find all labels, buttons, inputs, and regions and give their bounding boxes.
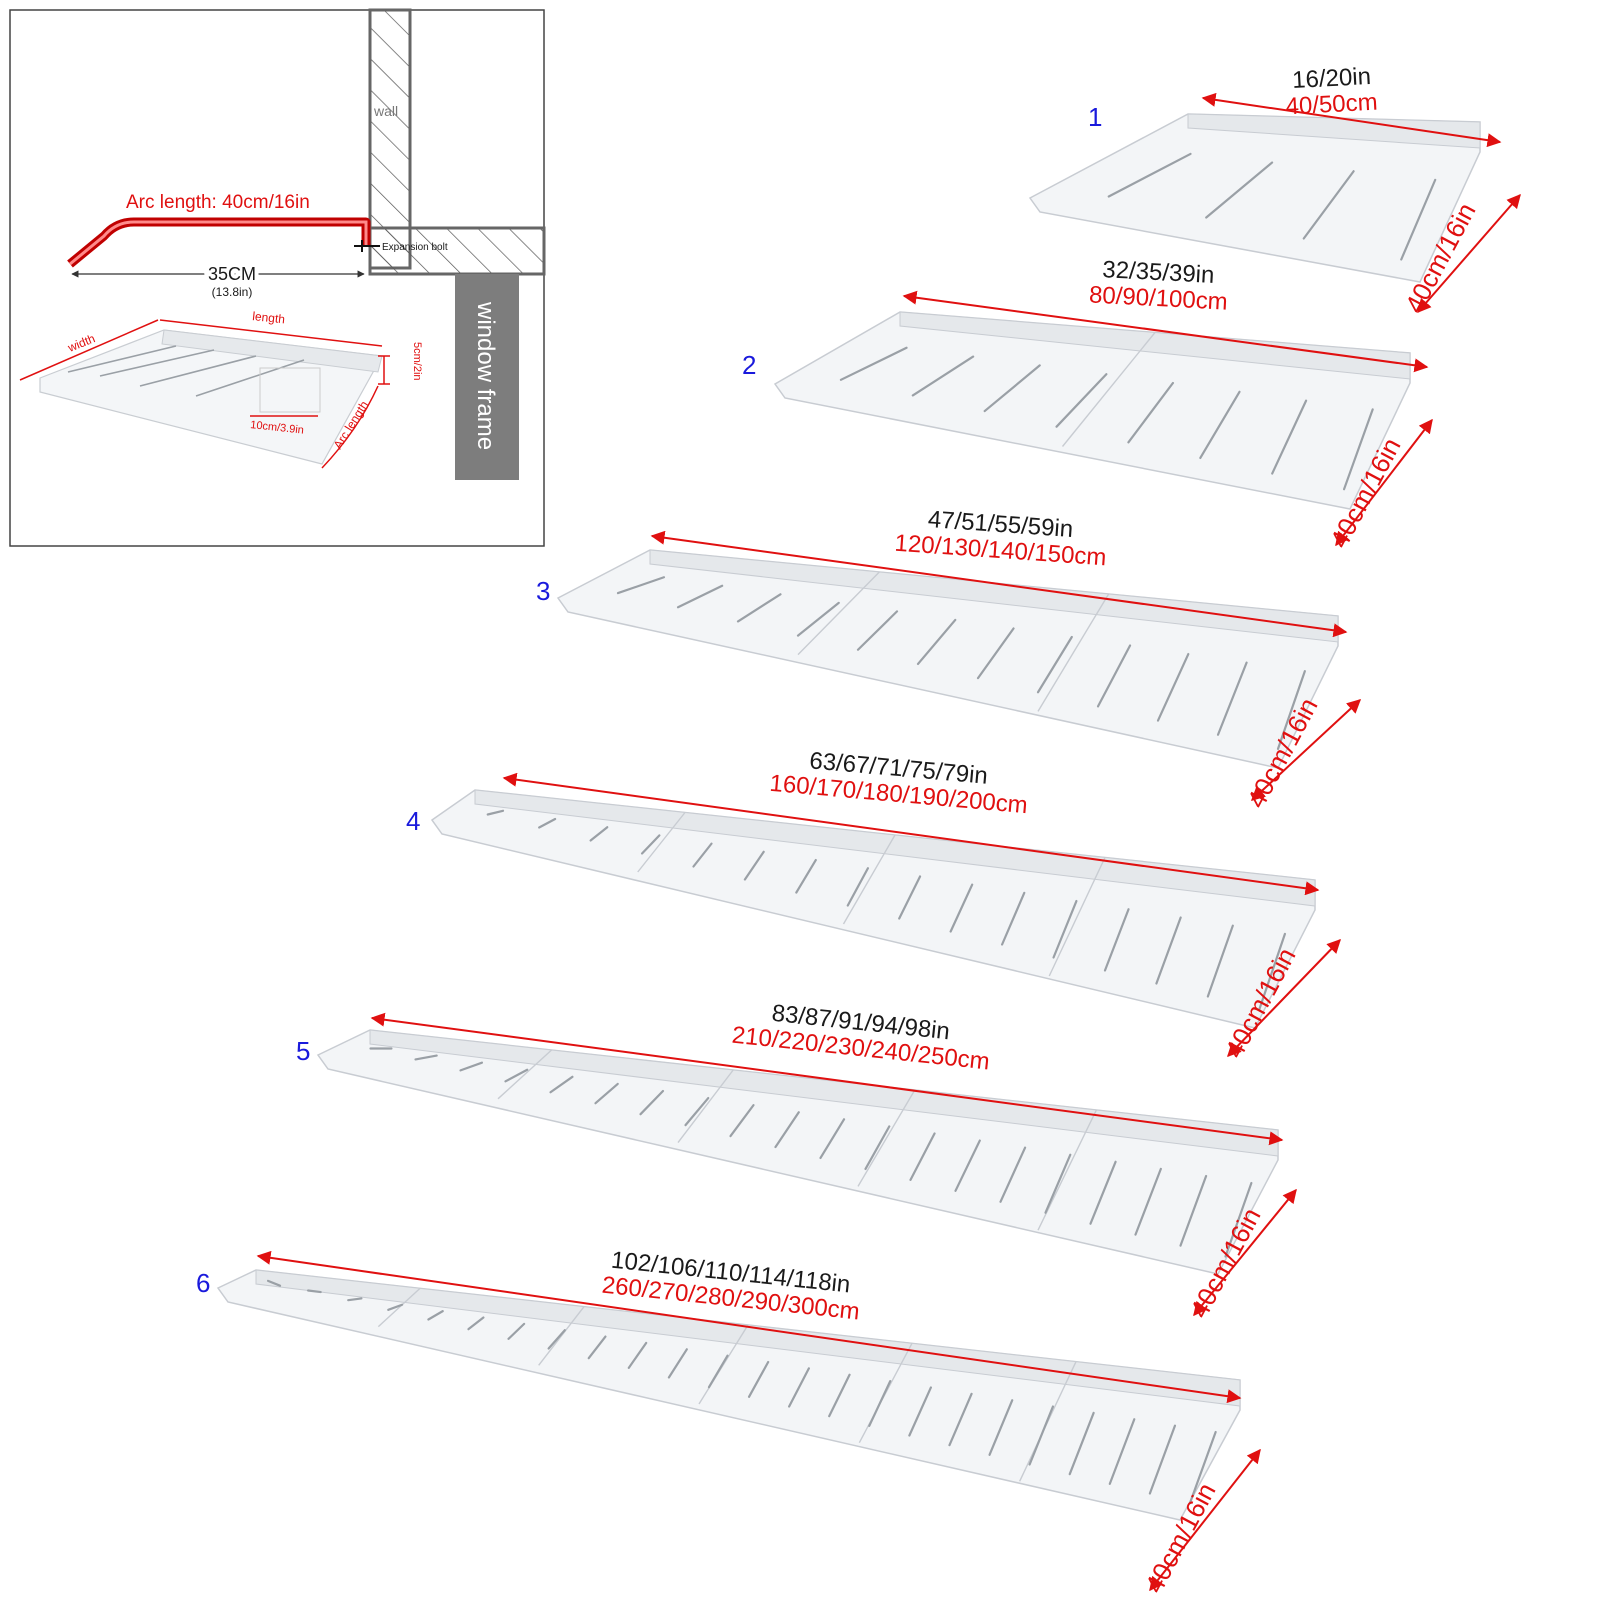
support-rib <box>1199 390 1241 460</box>
variant-number: 4 <box>406 806 420 836</box>
support-rib <box>1044 1153 1072 1214</box>
variant-number: 5 <box>296 1036 310 1066</box>
variant-number: 3 <box>536 576 550 606</box>
support-rib <box>1068 1411 1095 1476</box>
arc-length-label: Arc length: 40cm/16in <box>126 192 310 213</box>
size-cm-label: 40/50cm <box>1285 89 1378 121</box>
support-rib <box>1107 152 1192 198</box>
support-rib <box>1155 916 1182 985</box>
support-rib <box>999 1146 1027 1203</box>
support-rib <box>1271 399 1308 475</box>
support-rib <box>307 1289 322 1294</box>
support-rib <box>988 1399 1014 1456</box>
variant-number: 2 <box>742 350 756 380</box>
support-rib <box>1052 899 1078 959</box>
support-rib <box>1206 924 1234 998</box>
support-rib <box>954 1139 981 1192</box>
installation-inset: wall window frame Arc length: 40cm/16in … <box>9 8 546 547</box>
support-rib <box>1089 1160 1117 1225</box>
variant-number: 6 <box>196 1268 210 1298</box>
length-label: length <box>252 309 286 326</box>
support-rib <box>1134 1167 1162 1236</box>
support-rib <box>1028 1405 1055 1466</box>
window-frame-shape <box>455 274 519 480</box>
length-arrow <box>256 1250 1242 1404</box>
length-arrow <box>502 772 1320 896</box>
support-rib <box>1000 891 1026 946</box>
depth-label: 35CM <box>208 264 256 284</box>
canopy-panel <box>316 1029 1279 1275</box>
support-rib <box>1216 661 1248 736</box>
projection-arrow <box>1149 1448 1261 1592</box>
variant-number: 1 <box>1088 102 1102 132</box>
length-dimension <box>159 319 383 347</box>
projection-arrow <box>1335 418 1433 547</box>
depth-sub-label: (13.8in) <box>212 285 253 299</box>
width-dimension <box>19 319 159 381</box>
variants-group: 116/20in40/50cm40cm/16in232/35/39in80/90… <box>196 63 1521 1598</box>
inset-canopy <box>39 329 383 465</box>
length-arrow <box>1201 92 1502 148</box>
support-rib <box>1108 1418 1136 1485</box>
support-rib <box>1127 381 1175 444</box>
wall-label: wall <box>373 103 398 119</box>
support-rib <box>1103 908 1130 972</box>
window-frame-label: window frame <box>472 301 499 450</box>
arc-dimension <box>321 385 379 469</box>
size-inches-label: 32/35/39in <box>1102 256 1215 289</box>
support-rib <box>1156 652 1190 722</box>
canopy-panel <box>430 789 1316 1029</box>
support-rib <box>1302 170 1355 240</box>
length-arrow <box>370 1012 1284 1146</box>
support-rib <box>1205 161 1274 219</box>
support-rib <box>983 364 1041 413</box>
support-rib <box>839 346 908 381</box>
length-arrow <box>902 290 1429 373</box>
support-rib <box>1055 373 1108 428</box>
expansion-bolt-label: Expansion bolt <box>382 242 448 253</box>
size-inches-label: 16/20in <box>1292 63 1372 94</box>
support-rib <box>486 809 505 816</box>
height-label: 5cm/2in <box>411 342 423 381</box>
support-rib <box>1036 635 1073 694</box>
projection-arrow <box>1417 193 1521 314</box>
length-arrow <box>650 530 1348 638</box>
variant-5: 583/87/91/94/98in210/220/230/240/250cm40… <box>296 1000 1297 1323</box>
support-rib <box>1096 644 1132 708</box>
spacing-label: 10cm/3.9in <box>250 419 305 437</box>
